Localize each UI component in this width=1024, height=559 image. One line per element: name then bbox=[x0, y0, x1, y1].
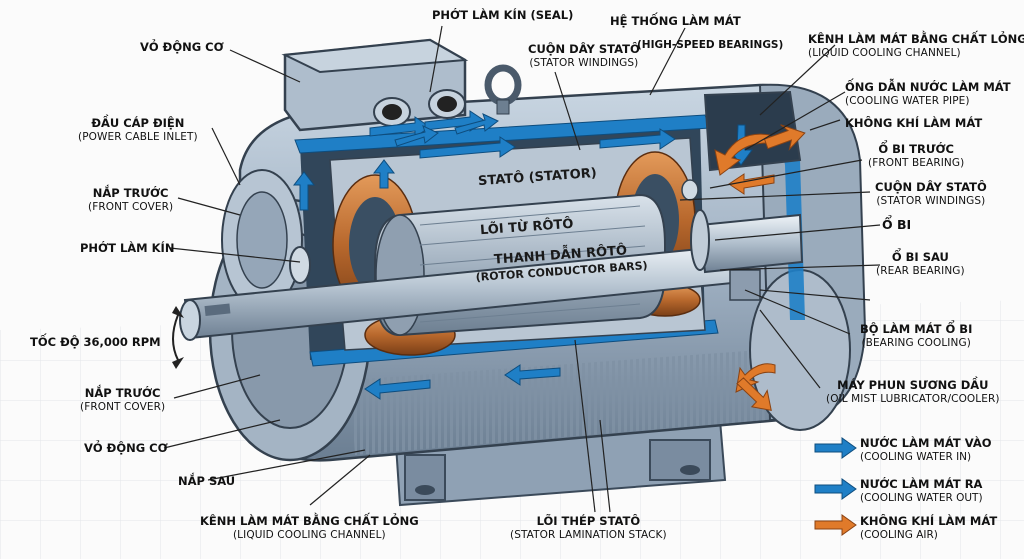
label-water-pipe: ỐNG DẪN NƯỚC LÀM MÁT (COOLING WATER PIPE… bbox=[845, 80, 1011, 108]
lifting-eye bbox=[484, 64, 522, 115]
legend-air-en: (COOLING AIR) bbox=[860, 529, 938, 541]
legend-water-out-vi: NƯỚC LÀM MÁT RA bbox=[860, 477, 983, 491]
water-pipe-vi: ỐNG DẪN NƯỚC LÀM MÁT bbox=[845, 80, 1011, 94]
front-cover-2-en: (FRONT COVER) bbox=[80, 401, 166, 413]
label-cooling-system: HỆ THỐNG LÀM MÁT bbox=[610, 14, 741, 28]
legend-water-out-en: (COOLING WATER OUT) bbox=[860, 492, 983, 504]
label-lamination: LÕI THÉP STATÔ (STATOR LAMINATION STACK) bbox=[510, 514, 667, 542]
legend-air: KHÔNG KHÍ LÀM MÁT(COOLING AIR) bbox=[860, 514, 997, 542]
front-cover-1-vi: NẮP TRƯỚC bbox=[92, 186, 169, 200]
label-seal-top: PHỚT LÀM KÍN (SEAL) bbox=[432, 8, 574, 22]
label-cable-inlet: ĐẦU CÁP ĐIỆN (POWER CABLE INLET) bbox=[78, 116, 198, 144]
cable-glands bbox=[373, 89, 466, 127]
label-oil-mist: MÁY PHUN SƯƠNG DẦU (OIL MIST LUBRICATOR/… bbox=[826, 378, 1000, 406]
label-seal-left: PHỚT LÀM KÍN bbox=[80, 241, 175, 255]
shaft-end bbox=[179, 299, 201, 341]
lamination-en: (STATOR LAMINATION STACK) bbox=[510, 529, 667, 541]
bearings bbox=[289, 179, 761, 301]
legend-air-vi: KHÔNG KHÍ LÀM MÁT bbox=[860, 514, 998, 528]
front-bearing-right-en: (FRONT BEARING) bbox=[868, 157, 965, 169]
stator-windings-top-vi: CUỘN DÂY STATÔ bbox=[528, 42, 640, 56]
legend-water-in-arrow bbox=[814, 437, 857, 459]
cable-inlet-vi: ĐẦU CÁP ĐIỆN bbox=[91, 116, 185, 130]
stator-windings-right-en: (STATOR WINDINGS) bbox=[876, 195, 986, 207]
label-liquid-channel-top: KÊNH LÀM MÁT BẰNG CHẤT LỎNG (LIQUID COOL… bbox=[808, 32, 1024, 60]
label-high-speed-bearings: (HIGH-SPEED BEARINGS) bbox=[637, 39, 784, 51]
legend-water-out-arrow bbox=[814, 478, 857, 500]
cable-arrows bbox=[394, 113, 499, 147]
label-bearing-cooling: BỘ LÀM MÁT Ổ BI (BEARING COOLING) bbox=[860, 322, 972, 350]
label-stator-windings-right: CUỘN DÂY STATÔ (STATOR WINDINGS) bbox=[875, 180, 987, 208]
legend-water-in: NƯỚC LÀM MÁT VÀO(COOLING WATER IN) bbox=[860, 436, 992, 464]
rear-bearing-en: (REAR BEARING) bbox=[876, 265, 965, 277]
oil-mist-vi: MÁY PHUN SƯƠNG DẦU bbox=[837, 378, 989, 392]
label-liquid-channel-bottom: KÊNH LÀM MÁT BẰNG CHẤT LỎNG (LIQUID COOL… bbox=[200, 514, 419, 542]
cooling-system-vi: HỆ THỐNG LÀM MÁT bbox=[610, 14, 741, 28]
label-housing-top: VỎ ĐỘNG CƠ bbox=[140, 40, 224, 54]
liquid-channel-bottom-vi: KÊNH LÀM MÁT BẰNG CHẤT LỎNG bbox=[200, 514, 419, 528]
bearing-cooling-vi: BỘ LÀM MÁT Ổ BI bbox=[860, 322, 973, 336]
label-cooling-air-right: KHÔNG KHÍ LÀM MÁT bbox=[845, 116, 983, 130]
stator-windings-top-en: (STATOR WINDINGS) bbox=[529, 57, 639, 69]
air-flow-arrows bbox=[714, 124, 806, 411]
label-bearing: Ổ BI bbox=[882, 217, 912, 232]
legend-arrows bbox=[814, 437, 857, 536]
lamination-vi: LÕI THÉP STATÔ bbox=[536, 514, 641, 528]
terminal-box bbox=[281, 38, 469, 132]
front-cover-2-vi: NẮP TRƯỚC bbox=[84, 386, 161, 400]
label-housing-bottom: VỎ ĐỘNG CƠ bbox=[84, 441, 168, 455]
cable-inlet-en: (POWER CABLE INLET) bbox=[78, 131, 198, 143]
leader-lines bbox=[163, 25, 881, 513]
label-rear-bearing: Ổ BI SAU (REAR BEARING) bbox=[876, 250, 965, 278]
front-bearing-right-vi: Ổ BI TRƯỚC bbox=[878, 142, 954, 156]
legend-water-out: NƯỚC LÀM MÁT RA(COOLING WATER OUT) bbox=[860, 477, 983, 505]
front-cover-1-en: (FRONT COVER) bbox=[88, 201, 174, 213]
liquid-channel-top-en: (LIQUID COOLING CHANNEL) bbox=[808, 47, 961, 59]
bearing-cooling-en: (BEARING COOLING) bbox=[861, 337, 971, 349]
legend-water-in-vi: NƯỚC LÀM MÁT VÀO bbox=[860, 436, 992, 450]
label-front-cover-1: NẮP TRƯỚC (FRONT COVER) bbox=[88, 186, 173, 214]
liquid-channel-top-vi: KÊNH LÀM MÁT BẰNG CHẤT LỎNG bbox=[808, 32, 1024, 46]
label-stator-windings-top: CUỘN DÂY STATÔ (STATOR WINDINGS) bbox=[528, 42, 640, 70]
cooling-fins bbox=[350, 350, 765, 455]
label-front-bearing-right: Ổ BI TRƯỚC (FRONT BEARING) bbox=[868, 142, 964, 170]
liquid-channel-bottom-en: (LIQUID COOLING CHANNEL) bbox=[232, 529, 386, 541]
water-pipe-en: (COOLING WATER PIPE) bbox=[845, 95, 970, 107]
stator-windings-right-vi: CUỘN DÂY STATÔ bbox=[875, 180, 987, 194]
rear-bearing-vi: Ổ BI SAU bbox=[891, 250, 949, 264]
oil-mist-en: (OIL MIST LUBRICATOR/COOLER) bbox=[826, 393, 1000, 405]
label-front-cover-2: NẮP TRƯỚC (FRONT COVER) bbox=[80, 386, 165, 414]
legend-air-arrow bbox=[814, 514, 857, 536]
rotation-indicator bbox=[172, 314, 179, 361]
label-speed: TỐC ĐỘ 36,000 RPM bbox=[30, 335, 161, 349]
legend-water-in-en: (COOLING WATER IN) bbox=[860, 451, 972, 463]
label-rear-cover: NẮP SAU bbox=[178, 474, 236, 488]
